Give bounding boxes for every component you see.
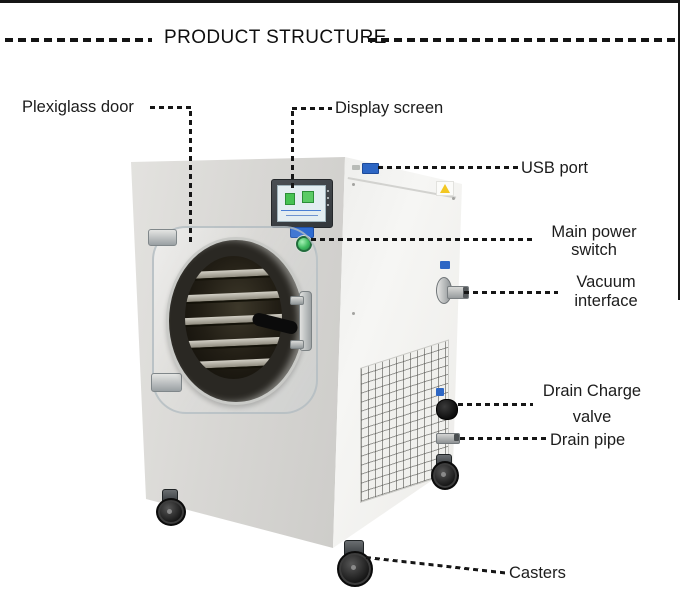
- title-dash-left: [5, 38, 152, 42]
- label-drain-charge-valve: Drain Charge valve: [542, 382, 642, 426]
- drain-charge-valve-knob: [436, 399, 458, 420]
- screen-indicator-dot: [327, 197, 329, 199]
- shelf-tray: [185, 290, 282, 305]
- caster-wheel: [156, 498, 186, 526]
- display-screen: [271, 179, 333, 228]
- label-usb-port: USB port: [521, 159, 588, 177]
- caster-wheel: [431, 461, 459, 490]
- callout-casters-line: [365, 556, 507, 575]
- warning-triangle-icon: [440, 184, 450, 193]
- drain-pipe-fitting: [436, 433, 460, 444]
- display-screen-content: [277, 185, 326, 222]
- warning-sticker: [436, 181, 454, 196]
- shelf-tray: [185, 336, 282, 351]
- vacuum-sticker: [440, 261, 450, 269]
- caster-wheel: [337, 551, 373, 587]
- screw: [352, 183, 355, 186]
- callout-vacuum-interface-line: [464, 291, 558, 294]
- screen-diagram-line: [281, 210, 321, 211]
- callout-display-screen-line: [292, 107, 332, 110]
- door-hinge-bottom: [151, 373, 182, 392]
- screen-diagram-block: [302, 191, 314, 203]
- callout-plexiglass-door-line: [150, 106, 192, 109]
- callout-drain-pipe-line: [460, 437, 546, 440]
- label-drain-pipe: Drain pipe: [550, 431, 626, 449]
- callout-drain-charge-valve-line: [458, 403, 533, 406]
- usb-port-cover: [352, 165, 360, 170]
- screen-diagram-block: [285, 193, 295, 205]
- label-vacuum-interface: Vacuum interface: [574, 273, 638, 310]
- label-main-power-switch: Main power switch: [551, 223, 637, 259]
- door-hinge-top: [148, 229, 177, 246]
- door-latch-arm: [290, 296, 304, 305]
- right-border: [678, 0, 680, 300]
- screw: [452, 197, 455, 200]
- label-casters: Casters: [509, 564, 566, 582]
- title-dash-right: [368, 38, 675, 42]
- screen-indicator-dot: [327, 204, 329, 206]
- label-plexiglass-door: Plexiglass door: [22, 98, 134, 116]
- label-display-screen: Display screen: [335, 99, 444, 117]
- caster-hub: [351, 565, 356, 570]
- top-border: [0, 0, 680, 3]
- page-title: PRODUCT STRUCTURE: [164, 27, 387, 48]
- screw: [352, 312, 355, 315]
- callout-usb-port-line: [378, 166, 518, 169]
- screen-indicator-dot: [327, 190, 329, 192]
- callout-display-screen-line: [291, 111, 294, 191]
- valve-sticker: [436, 388, 444, 396]
- door-latch-arm: [290, 340, 304, 349]
- usb-port-connector: [362, 163, 379, 174]
- callout-main-power-switch-line: [311, 238, 535, 241]
- callout-plexiglass-door-line: [189, 111, 192, 244]
- drain-pipe-cap: [454, 434, 459, 441]
- caster-hub: [441, 472, 446, 477]
- door-latch: [299, 291, 312, 351]
- caster-hub: [167, 509, 172, 514]
- screen-diagram-line: [286, 215, 318, 216]
